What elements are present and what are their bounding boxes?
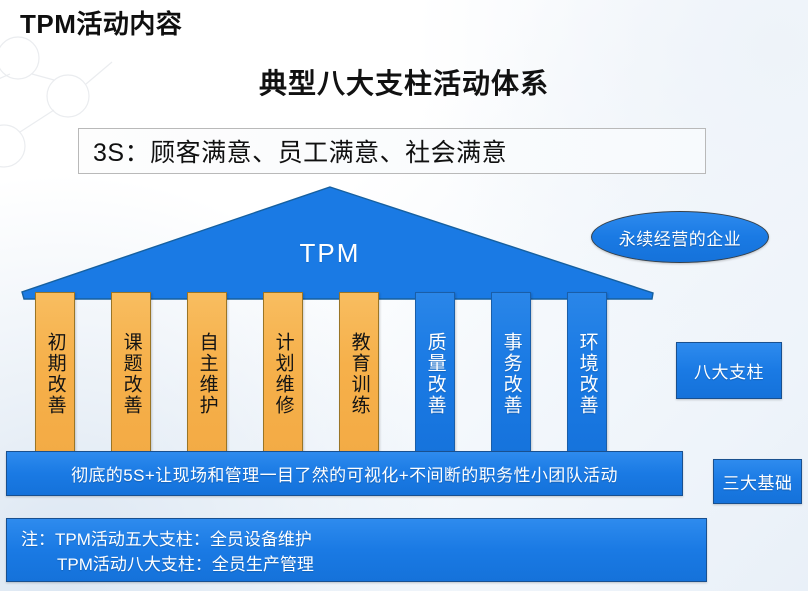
pillar-3[interactable]: 自主维护	[187, 292, 227, 455]
pillar-6[interactable]: 质量改善	[415, 292, 455, 455]
slide-subtitle: 典型八大支柱活动体系	[258, 68, 549, 99]
note-line-2: TPM活动八大支柱：全员生产管理	[57, 554, 314, 574]
foundation-text: 彻底的5S+让现场和管理一目了然的可视化+不间断的职务性小团队活动	[71, 466, 618, 485]
pillar-2[interactable]: 课题改善	[111, 292, 151, 455]
three-s-text: 3S：顾客满意、员工满意、社会满意	[93, 139, 508, 167]
three-s-box: 3S：顾客满意、员工满意、社会满意	[78, 128, 706, 174]
pillar-label: 质量改善	[424, 331, 446, 416]
note-box: 注：TPM活动五大支柱：全员设备维护 TPM活动八大支柱：全员生产管理	[6, 518, 707, 582]
eight-pillars-label: 八大支柱	[694, 363, 764, 382]
pillar-label: 事务改善	[500, 331, 522, 416]
pillar-group: 初期改善 课题改善 自主维护 计划维修 教育训练 质量改善 事务改善 环境改善	[0, 292, 700, 456]
pillar-5[interactable]: 教育训练	[339, 292, 379, 455]
three-foundations-label: 三大基础	[722, 474, 793, 493]
pillar-label: 自主维护	[196, 331, 218, 416]
pillar-1[interactable]: 初期改善	[35, 292, 75, 455]
house-roof	[21, 186, 654, 300]
sustainable-enterprise-ellipse: 永续经营的企业	[591, 211, 769, 263]
pillar-label: 计划维修	[272, 331, 294, 416]
note-line-1: 注：TPM活动五大支柱：全员设备维护	[21, 530, 312, 549]
pillar-label: 环境改善	[576, 331, 598, 416]
pillar-label: 教育训练	[348, 331, 370, 416]
pillar-7[interactable]: 事务改善	[491, 292, 531, 455]
sustainable-enterprise-label: 永续经营的企业	[618, 229, 742, 249]
eight-pillars-box: 八大支柱	[676, 342, 782, 399]
pillar-4[interactable]: 计划维修	[263, 292, 303, 455]
foundation-bar: 彻底的5S+让现场和管理一目了然的可视化+不间断的职务性小团队活动	[6, 451, 683, 496]
three-foundations-box: 三大基础	[713, 459, 802, 504]
pillar-label: 课题改善	[120, 331, 142, 416]
roof-label: TPM	[299, 238, 361, 268]
page-title: TPM活动内容	[20, 9, 183, 39]
pillar-label: 初期改善	[44, 331, 66, 416]
pillar-8[interactable]: 环境改善	[567, 292, 607, 455]
